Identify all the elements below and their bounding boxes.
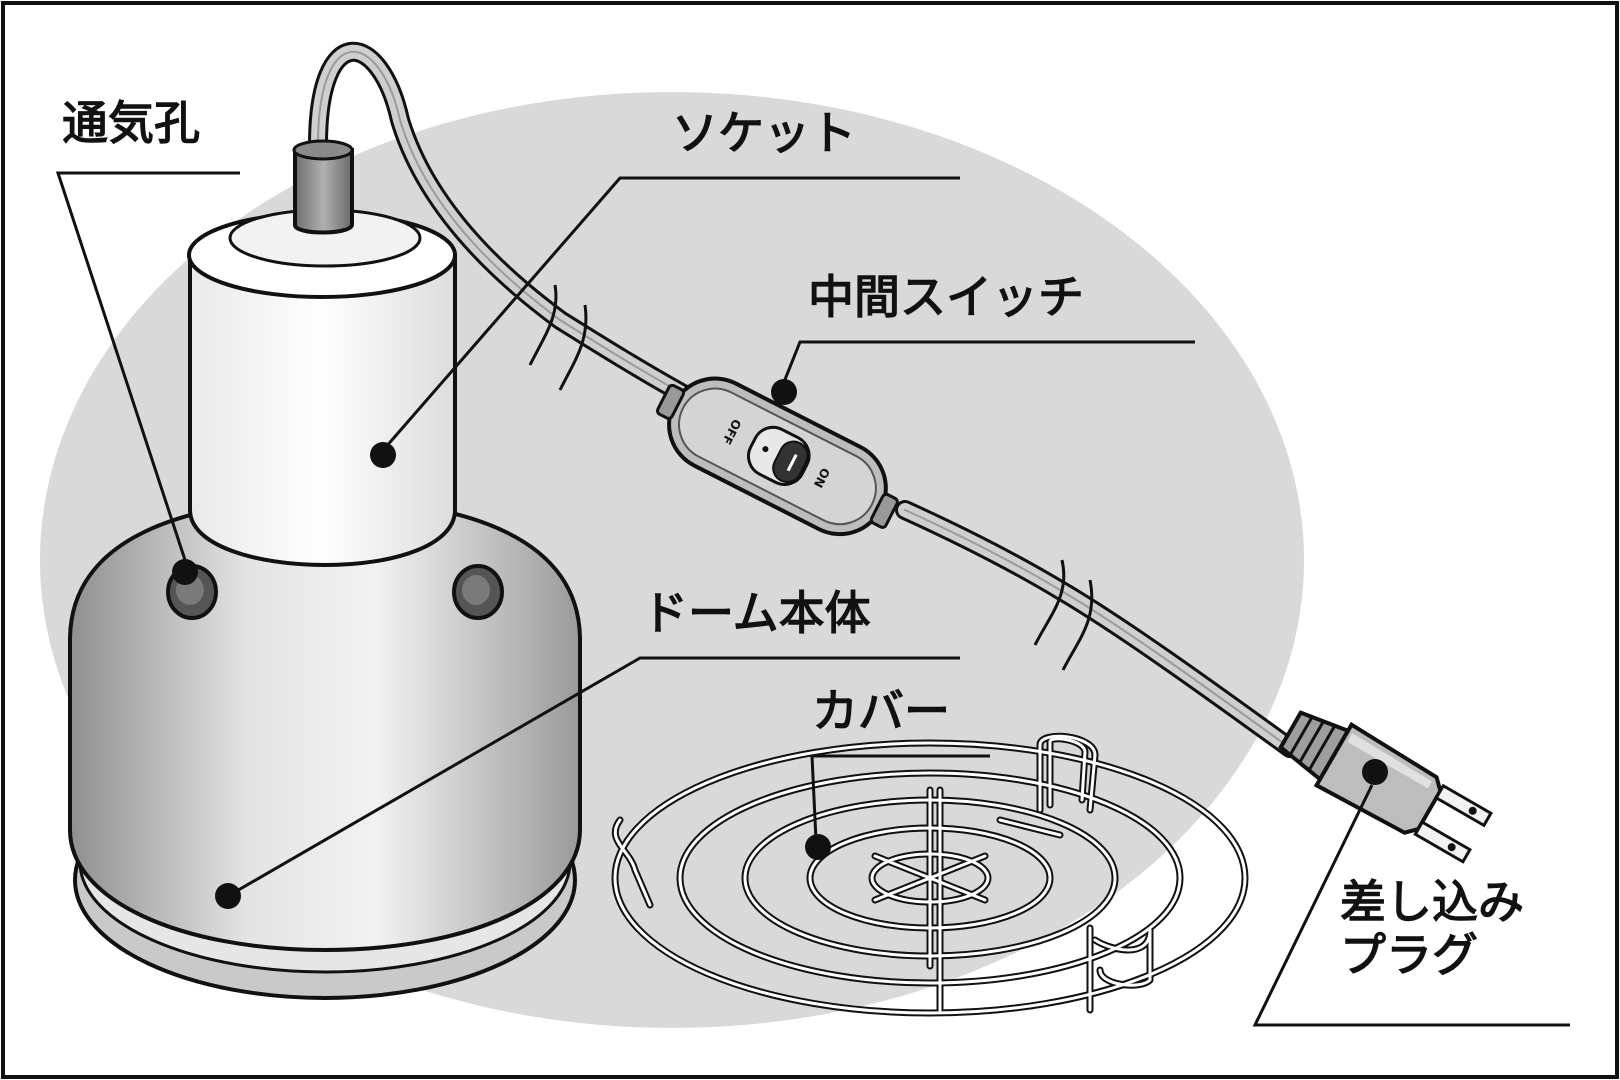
power-cord xyxy=(308,41,1300,758)
leader-cover xyxy=(810,754,990,841)
dome-body xyxy=(68,497,582,1000)
leader-dome xyxy=(227,656,960,898)
cord-break-marks xyxy=(528,284,1094,671)
label-socket: ソケット xyxy=(672,106,856,160)
dot-dome xyxy=(215,883,241,909)
leader-switch xyxy=(778,340,1195,393)
dot-vent xyxy=(172,559,198,585)
label-vent-hole: 通気孔 xyxy=(62,96,200,150)
label-plug: 差し込み プラグ xyxy=(1340,876,1524,982)
leader-dots xyxy=(172,379,1388,909)
wire-cover xyxy=(611,732,1249,1017)
dot-cover xyxy=(805,834,831,860)
socket xyxy=(187,139,457,568)
label-plug-line2: プラグ xyxy=(1340,927,1478,982)
leader-plug xyxy=(1252,784,1570,1027)
label-inline-switch: 中間スイッチ xyxy=(808,270,1084,324)
label-plug-line1: 差し込み xyxy=(1340,875,1524,929)
leader-socket xyxy=(383,176,960,449)
label-cover: カバー xyxy=(812,684,950,738)
inline-switch: OFF ON xyxy=(656,376,899,537)
dot-plug xyxy=(1362,759,1388,785)
label-dome-body: ドーム本体 xyxy=(642,586,871,640)
leader-vent xyxy=(55,171,240,561)
dot-socket xyxy=(370,442,396,468)
dot-switch xyxy=(771,379,797,405)
leader-lines xyxy=(55,171,1570,1027)
